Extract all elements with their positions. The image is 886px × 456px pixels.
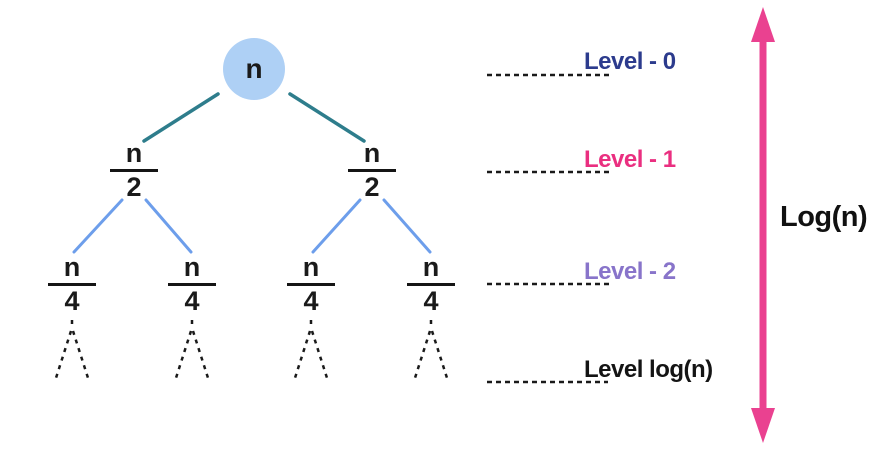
- tree-node-n2-right: n 2: [348, 139, 396, 201]
- edge-left-n2-to-right-n4: [144, 198, 193, 254]
- tree-node-n2-left: n 2: [110, 139, 158, 201]
- height-arrow-label: Log(n): [780, 201, 868, 233]
- subtree-continuation-dashes-4: [413, 320, 449, 379]
- level-1-label: Level - 1: [584, 146, 676, 173]
- height-arrow-head-bottom: [751, 408, 775, 443]
- node-numerator: n: [348, 139, 396, 172]
- level-2-label: Level - 2: [584, 258, 676, 285]
- edge-right-n2-to-right-n4: [382, 198, 432, 254]
- tree-root-node: n: [223, 38, 285, 100]
- edge-right-n2-to-left-n4: [311, 198, 362, 254]
- node-numerator: n: [287, 253, 335, 286]
- tree-node-n4-4: n 4: [407, 253, 455, 315]
- level-0-label: Level - 0: [584, 48, 676, 75]
- node-numerator: n: [407, 253, 455, 286]
- tree-root-label: n: [245, 53, 263, 84]
- node-denominator: 4: [184, 286, 200, 316]
- edge-root-to-left-child: [142, 92, 220, 143]
- subtree-continuation-dashes-2: [174, 320, 210, 379]
- node-denominator: 2: [364, 172, 380, 202]
- node-numerator: n: [110, 139, 158, 172]
- edge-left-n2-to-left-n4: [72, 198, 124, 254]
- edge-root-to-right-child: [288, 92, 366, 143]
- level-log-label: Level log(n): [584, 356, 713, 383]
- tree-node-n4-2: n 4: [168, 253, 216, 315]
- node-denominator: 4: [303, 286, 319, 316]
- subtree-continuation-dashes-3: [293, 320, 329, 379]
- subtree-continuation-dashes-1: [54, 320, 90, 379]
- node-denominator: 4: [64, 286, 80, 316]
- node-denominator: 4: [423, 286, 439, 316]
- tree-node-n4-3: n 4: [287, 253, 335, 315]
- node-numerator: n: [48, 253, 96, 286]
- tree-node-n4-1: n 4: [48, 253, 96, 315]
- node-numerator: n: [168, 253, 216, 286]
- node-denominator: 2: [126, 172, 142, 202]
- height-arrow-head-top: [751, 7, 775, 42]
